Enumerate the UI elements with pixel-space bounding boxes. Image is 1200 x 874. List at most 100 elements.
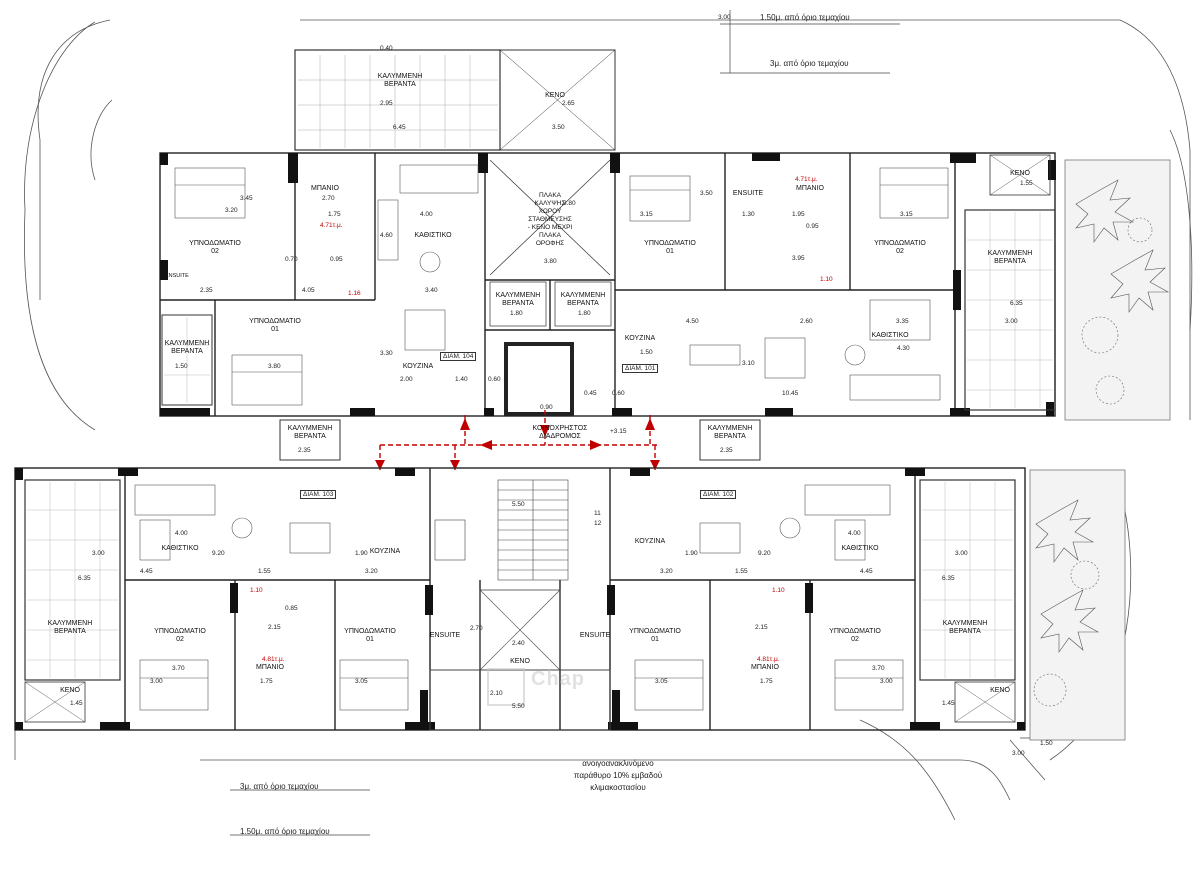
dim-340: 3.40 — [425, 287, 438, 294]
dim-150-a: 1.50 — [175, 363, 188, 370]
upper-block-walls — [159, 152, 1056, 417]
dim-175-c: 1.75 — [760, 678, 773, 685]
dim-300-a: 3.00 — [1005, 318, 1018, 325]
stairwell-window-note: ανοιγοανακλινόμενο παράθυρο 10% εμβαδού … — [573, 759, 663, 792]
dim-635-a: 6.35 — [1010, 300, 1023, 307]
dim-320-b: 3.20 — [365, 568, 378, 575]
top-veranda-thickness: 0.40 — [380, 45, 393, 52]
top-void-width: 3.50 — [552, 124, 565, 131]
ensuite-ur: ENSUITE — [732, 190, 764, 197]
dim-235-a: 2.35 — [200, 287, 213, 294]
dim-270: 2.70 — [322, 195, 335, 202]
lower-block-columns — [15, 468, 1025, 730]
top-veranda-width: 6.45 — [393, 124, 406, 131]
dim-corr-r-235: 2.35 — [720, 447, 733, 454]
void-ur: ΚΕΝΟ — [1010, 170, 1030, 177]
upper-right-veranda — [964, 154, 1056, 411]
setback-top-1-50: 1.50μ. από όριο τεμαχίου — [760, 13, 850, 22]
bath-area-lr: 4.81τ.μ. — [757, 656, 780, 663]
dim-145-a: 1.45 — [70, 700, 83, 707]
void-stairwell: ΚΕΝΟ — [510, 658, 530, 665]
dim-110-b: 1.10 — [250, 587, 263, 594]
corridor-level: +3.15 — [610, 428, 627, 435]
dim-190-b: 1.90 — [685, 550, 698, 557]
top-void-label: ΚΕΝΟ — [545, 92, 565, 99]
dim-310-a: 3.10 — [742, 360, 755, 367]
veranda-corridor-left: ΚΑΛΥΜΜΕΝΗ ΒΕΡΑΝΤΑ — [287, 425, 333, 440]
dim-190-a: 1.90 — [355, 550, 368, 557]
dim-405: 4.05 — [302, 287, 315, 294]
dim-195-a: 1.95 — [792, 211, 805, 218]
bathroom-ur: ΜΠΑΝΙΟ — [796, 185, 824, 192]
dim-mid-right-180: 1.80 — [578, 310, 591, 317]
upper-left-veranda — [161, 314, 213, 406]
dim-140-a: 1.40 — [455, 376, 468, 383]
veranda-mid-left: ΚΑΛΥΜΜΕΝΗ ΒΕΡΑΝΤΑ — [495, 292, 541, 307]
apartment-102-tag: ΔΙΑΜ. 102 — [700, 490, 737, 499]
dim-175-b: 1.75 — [260, 678, 273, 685]
dim-150-b: 1.50 — [640, 349, 653, 356]
dim-330: 3.30 — [380, 350, 393, 357]
top-veranda-label: ΚΑΛΥΜΜΕΝΗ ΒΕΡΑΝΤΑ — [377, 73, 423, 88]
dim-130-a: 1.30 — [742, 211, 755, 218]
veranda-ll: ΚΑΛΥΜΜΕΝΗ ΒΕΡΑΝΤΑ — [47, 620, 93, 635]
living-ul: ΚΑΘΙΣΤΙΚΟ — [414, 232, 452, 239]
dim-315-b: 3.15 — [900, 211, 913, 218]
bath-area-ur: 4.71τ.μ. — [795, 176, 818, 183]
dim-110-a: 1.10 — [820, 276, 833, 283]
dim-335: 3.35 — [896, 318, 909, 325]
dim-070-a: 0.70 — [285, 256, 298, 263]
dim-corr-l-235: 2.35 — [298, 447, 311, 454]
dim-300-d: 3.00 — [150, 678, 163, 685]
dim-200-a: 2.00 — [400, 376, 413, 383]
egress-arrows — [375, 418, 660, 470]
apartment-101-tag: ΔΙΑΜ. 101 — [622, 364, 659, 373]
dim-550-a: 5.50 — [512, 501, 525, 508]
ensuite-ul: ENSUITE — [165, 273, 189, 279]
common-corridor: ΚΟΙΝΟΧΡΗΣΤΟΣ ΔΙΑΔΡΟΜΟΣ — [532, 425, 588, 440]
ensuite-lr: ENSUITE — [579, 632, 611, 639]
dim-mid-left-180: 1.80 — [510, 310, 523, 317]
dim-155-c: 1.55 — [735, 568, 748, 575]
bathroom-lr: ΜΠΑΝΙΟ — [751, 664, 779, 671]
dim-445-b: 4.45 — [860, 568, 873, 575]
living-ll: ΚΑΘΙΣΤΙΚΟ — [161, 545, 199, 552]
dim-085: 0.85 — [285, 605, 298, 612]
dim-145-b: 1.45 — [942, 700, 955, 707]
void-lr: ΚΕΝΟ — [990, 687, 1010, 694]
dim-300-c: 3.00 — [955, 550, 968, 557]
parking-roof-width: 3.80 — [544, 258, 557, 265]
living-lr: ΚΑΘΙΣΤΙΚΟ — [841, 545, 879, 552]
dim-370-b: 3.70 — [872, 665, 885, 672]
dim-060-b: 0.60 — [488, 376, 501, 383]
veranda-lr: ΚΑΛΥΜΜΕΝΗ ΒΕΡΑΝΤΑ — [942, 620, 988, 635]
dim-400-b: 4.00 — [175, 530, 188, 537]
kitchen-ur: ΚΟΥΖΙΝΑ — [624, 335, 656, 342]
dim-045-a: 0.45 — [584, 390, 597, 397]
dim-090-a: 0.90 — [540, 404, 553, 411]
staircase — [429, 479, 611, 731]
parking-roof-label: ΠΛΑΚΑ ΚΑΛΥΨΗΣ ΧΩΡΟΥ ΣΤΑΘΜΕΥΣΗΣ - ΚΕΝΟ ΜΕ… — [527, 192, 573, 247]
dim-430: 4.30 — [897, 345, 910, 352]
dim-270-b: 2.70 — [470, 625, 483, 632]
bathroom-ul: ΜΠΑΝΙΟ — [311, 185, 339, 192]
apartment-103-tag: ΔΙΑΜ. 103 — [300, 490, 337, 499]
upper-block-columns — [160, 153, 1056, 416]
dim-110-c: 1.10 — [772, 587, 785, 594]
upper-furniture — [174, 164, 949, 406]
dim-305-a: 3.05 — [355, 678, 368, 685]
dim-395: 3.95 — [792, 255, 805, 262]
dim-920-a: 9.20 — [212, 550, 225, 557]
veranda-corridor-right: ΚΑΛΥΜΜΕΝΗ ΒΕΡΑΝΤΑ — [707, 425, 753, 440]
bathroom-ll: ΜΠΑΝΙΟ — [256, 664, 284, 671]
dim-175-a: 1.75 — [328, 211, 341, 218]
kitchen-ul: ΚΟΥΖΙΝΑ — [402, 363, 434, 370]
top-void-height: 2.65 — [562, 100, 575, 107]
